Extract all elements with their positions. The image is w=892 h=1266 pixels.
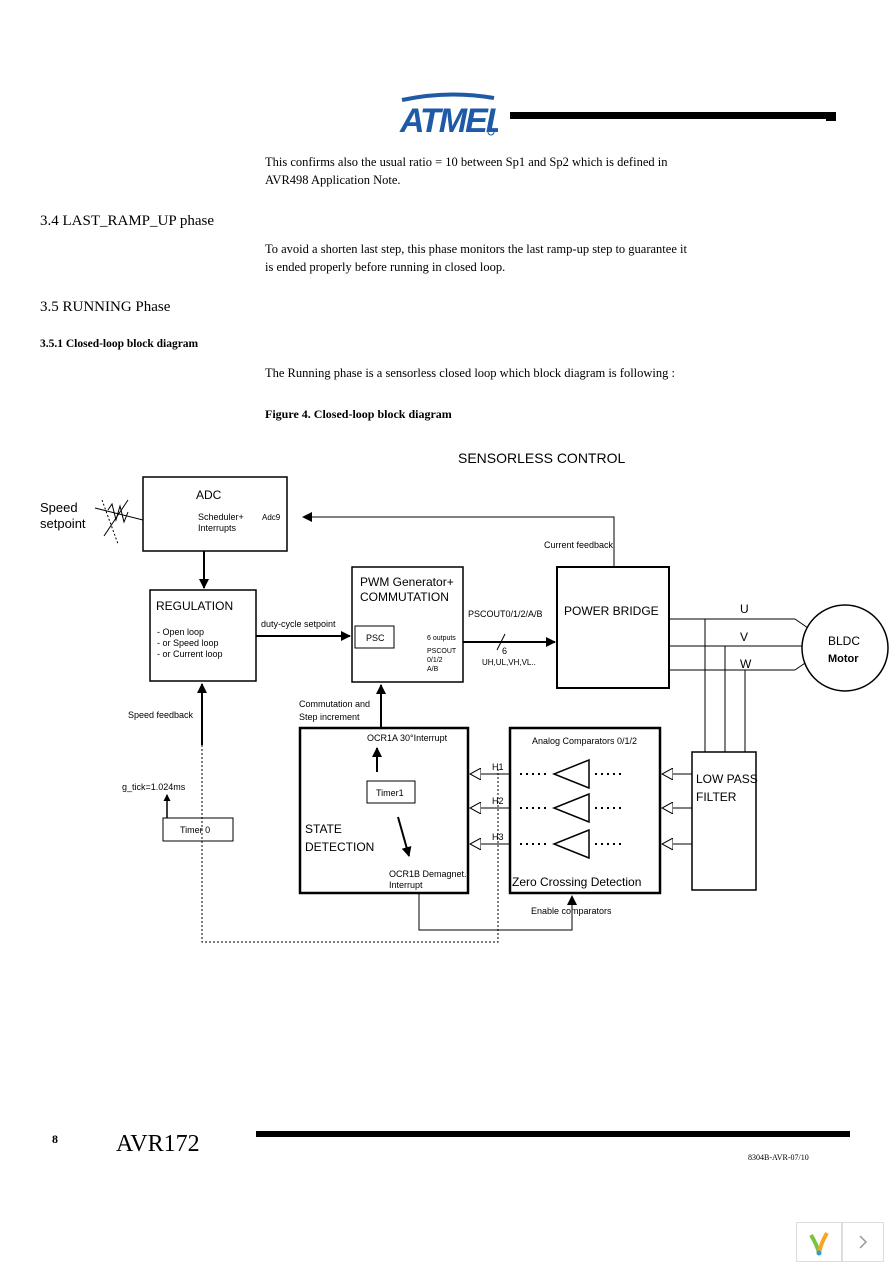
ocr1b-label-2: Interrupt: [389, 880, 423, 890]
pwm-generator-block: [351, 566, 464, 683]
bus-signals-label: UH,UL,VH,VL..: [482, 658, 536, 667]
page-number: 8: [52, 1132, 58, 1146]
comparator-icons: [551, 758, 590, 860]
dashed-feedback-loop: [201, 745, 499, 943]
section-3-5-heading: 3.5 RUNNING Phase: [40, 299, 171, 315]
six-outputs-label: 6 outputs: [427, 635, 456, 642]
chevron-right-icon: [859, 1235, 868, 1249]
adc9-label: Adc9: [262, 513, 281, 522]
adc-title: ADC: [196, 488, 222, 502]
pwm-title-1: PWM Generator+: [360, 575, 454, 589]
regulation-block: [149, 589, 257, 682]
intro-line-1: This confirms also the usual ratio = 10 …: [265, 155, 668, 169]
section-3-4-line-1: To avoid a shorten last step, this phase…: [265, 242, 687, 256]
speed-setpoint-label-1: Speed: [40, 500, 78, 515]
figure-caption: Figure 4. Closed-loop block diagram: [265, 407, 452, 421]
timer0-label: Timer 0: [180, 825, 210, 835]
low-pass-filter-block: [691, 751, 757, 891]
adc-sub-1: Scheduler+: [198, 512, 244, 522]
footer-doc-code: 8304B-AVR-07/10: [748, 1153, 809, 1162]
pscout-bus-label: PSCOUT0/1/2/A/B: [468, 609, 543, 619]
viewer-logo-icon[interactable]: [796, 1222, 842, 1262]
timer1-block: [366, 780, 416, 804]
pscout-label-2: 0/1/2: [427, 657, 443, 664]
footer-doc-title: AVR172: [116, 1131, 200, 1157]
motor-label-2: Motor: [828, 653, 859, 665]
commutation-label-1: Commutation and: [299, 699, 370, 709]
speed-feedback-label: Speed feedback: [128, 710, 194, 720]
regulation-title: REGULATION: [156, 599, 233, 613]
comparator-dots: [520, 773, 625, 845]
footer-rule: [256, 1131, 850, 1137]
enable-comparators-label: Enable comparators: [531, 906, 612, 916]
section-3-5-1-heading: 3.5.1 Closed-loop block diagram: [40, 338, 199, 350]
pwm-title-2: COMMUTATION: [360, 590, 449, 604]
header-rule: [510, 112, 836, 119]
phase-lines: [669, 618, 809, 752]
bldc-motor-icon: [801, 604, 889, 692]
bus-width-label: 6: [502, 646, 507, 656]
phase-v-label: V: [740, 630, 748, 644]
next-page-button[interactable]: [842, 1222, 884, 1262]
state-detection-block: [298, 726, 470, 895]
intro-line-2: AVR498 Application Note.: [265, 173, 401, 187]
h1-label: H1: [492, 762, 504, 772]
pscout-label-3: A/B: [427, 666, 439, 673]
phase-u-label: U: [740, 602, 749, 616]
atmel-logo: ATMEL: [398, 92, 507, 140]
ocr1b-label-1: OCR1B Demagnet.: [389, 869, 467, 879]
power-bridge-label: POWER BRIDGE: [564, 604, 659, 618]
zero-crossing-block: [508, 726, 662, 895]
current-feedback-line: [302, 512, 615, 567]
state-label-2: DETECTION: [305, 840, 374, 854]
adc-block: [142, 476, 288, 552]
lpf-label-1: LOW PASS: [696, 772, 758, 786]
timer0-block: [162, 817, 234, 842]
g-tick-label: g_tick=1.024ms: [122, 782, 186, 792]
current-feedback-label: Current feedback: [544, 540, 614, 550]
psc-block: [354, 625, 395, 649]
viewer-controls: [796, 1222, 886, 1262]
timer1-to-ocr1b-arrow: [397, 816, 412, 857]
analog-comparators-label: Analog Comparators 0/1/2: [532, 736, 637, 746]
closed-loop-block-diagram: SENSORLESS CONTROL Speed setpoint ADC Sc…: [40, 450, 889, 943]
section-3-4-paragraph: To avoid a shorten last step, this phase…: [265, 240, 687, 276]
h2-label: H2: [492, 796, 504, 806]
regulation-item-1: - Open loop: [157, 627, 204, 637]
section-3-5-paragraph: The Running phase is a sensorless closed…: [265, 366, 676, 380]
pscout-label-1: PSCOUT: [427, 648, 457, 655]
state-label-1: STATE: [305, 822, 342, 836]
zero-crossing-label: Zero Crossing Detection: [512, 875, 641, 889]
speed-setpoint-label-2: setpoint: [40, 516, 86, 531]
commutation-label-2: Step increment: [299, 712, 360, 722]
ocr1a-label: OCR1A 30°Interrupt: [367, 733, 448, 743]
intro-paragraph: This confirms also the usual ratio = 10 …: [265, 153, 667, 189]
duty-cycle-label: duty-cycle setpoint: [261, 619, 336, 629]
potentiometer-icon: [94, 499, 144, 545]
adc-sub-2: Interrupts: [198, 523, 237, 533]
psc-label: PSC: [366, 633, 385, 643]
regulation-item-3: - or Current loop: [157, 649, 223, 659]
lpf-label-2: FILTER: [696, 790, 737, 804]
h3-label: H3: [492, 832, 504, 842]
diagram-title: SENSORLESS CONTROL: [458, 450, 625, 466]
motor-label-1: BLDC: [828, 634, 860, 648]
bus-slash: [496, 633, 506, 651]
section-3-4-heading: 3.4 LAST_RAMP_UP phase: [40, 213, 215, 229]
section-3-4-line-2: is ended properly before running in clos…: [265, 260, 506, 274]
header-rule-cap: [826, 113, 836, 121]
regulation-item-2: - or Speed loop: [157, 638, 219, 648]
phase-w-label: W: [740, 657, 752, 671]
timer1-label: Timer1: [376, 788, 404, 798]
enable-comparators-line: [418, 893, 577, 931]
power-bridge-block: [556, 566, 670, 689]
